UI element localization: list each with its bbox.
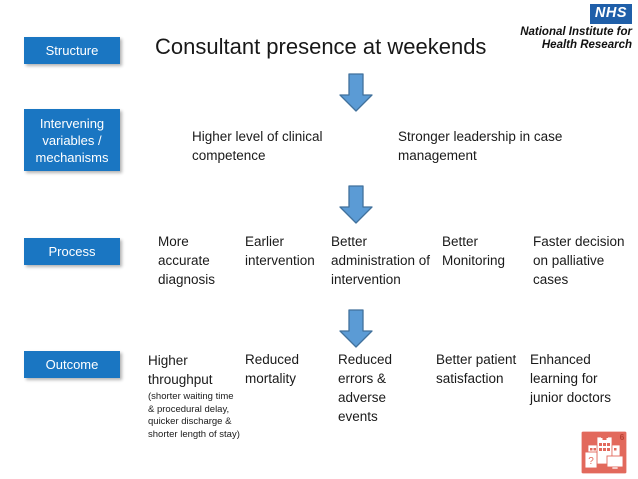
outcome-item-5-main: Enhanced learning for junior doctors [530, 352, 612, 405]
arrow-down-icon-2 [339, 185, 373, 224]
outcome-item-4: Better patient satisfaction [436, 350, 526, 388]
arrow-down-icon-3 [339, 309, 373, 348]
hospital-research-icon: ? 6 [580, 430, 628, 475]
process-item-3: Better administration of intervention [331, 234, 431, 287]
nihr-logo-line2: Health Research [541, 38, 632, 51]
outcome-item-3: Reduced errors & adverse events [338, 350, 426, 426]
outcome-item-5: Enhanced learning for junior doctors [530, 350, 620, 407]
intervening-item-2: Stronger leadership in case management [398, 129, 563, 163]
outcome-item-2: Reduced mortality [245, 350, 331, 388]
nihr-logo: NHS National Institute for Health Resear… [442, 4, 632, 52]
outcome-item-2-main: Reduced mortality [245, 352, 300, 386]
nihr-logo-line1: National Institute for [520, 25, 632, 38]
outcome-item-1-main: Higher throughput [148, 353, 213, 387]
intervening-item-1: Higher level of clinical competence [192, 129, 323, 163]
outcome-item-1-note: (shorter waiting time & procedural delay… [148, 391, 240, 440]
svg-text:?: ? [588, 456, 594, 467]
stage-label-outcome-text: Outcome [45, 357, 99, 372]
process-item-2: Earlier intervention [245, 234, 315, 268]
stage-label-structure-text: Structure [45, 43, 99, 58]
stage-label-intervening-variables: Intervening variables / mechanisms [24, 109, 120, 171]
corner-icon-badge: 6 [620, 432, 625, 442]
arrow-down-icon-1 [339, 73, 373, 112]
process-item-5: Faster decision on palliative cases [533, 234, 625, 287]
outcome-item-1: Higher throughput (shorter waiting time … [148, 351, 240, 441]
outcome-item-3-main: Reduced errors & adverse events [338, 352, 393, 424]
stage-label-outcome: Outcome [24, 351, 120, 378]
nihr-logo-text: National Institute for Health Research [442, 26, 632, 52]
process-item-1: More accurate diagnosis [158, 234, 216, 287]
stage-label-process: Process [24, 238, 120, 265]
stage-label-process-text: Process [48, 244, 96, 259]
nhs-logo-mark: NHS [589, 4, 632, 24]
outcome-item-4-main: Better patient satisfaction [436, 352, 517, 386]
process-item-4: Better Monitoring [442, 234, 506, 268]
slide-title: Consultant presence at weekends [155, 34, 487, 59]
stage-label-intervening-variables-text: Intervening variables / mechanisms [35, 115, 109, 165]
stage-label-structure: Structure [24, 37, 120, 64]
